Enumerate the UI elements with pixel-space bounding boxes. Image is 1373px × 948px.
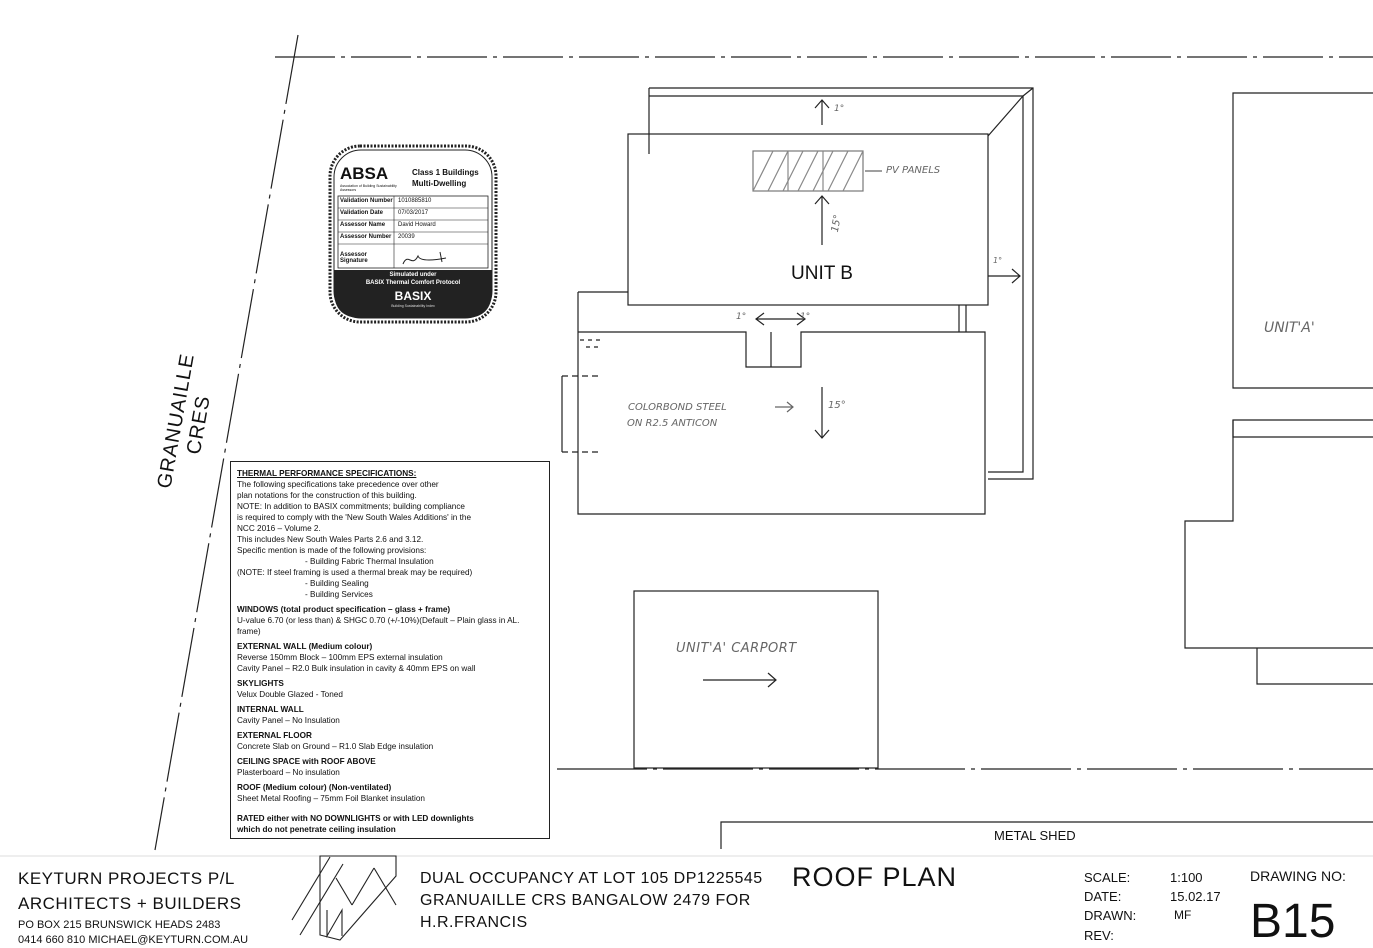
pitch-label: 1° <box>993 256 1003 265</box>
spec-text: - Building Fabric Thermal Insulation <box>305 557 434 566</box>
drawing-no-value: B15 <box>1250 895 1336 948</box>
project-line2: GRANUAILLE CRS BANGALOW 2479 FOR <box>420 892 751 909</box>
spec-heading: which do not penetrate ceiling insulatio… <box>237 825 396 834</box>
absa-logo-sub: Association of Building Sustainability A… <box>340 184 397 192</box>
date-key: DATE: <box>1084 889 1122 904</box>
spec-heading: SKYLIGHTS <box>237 679 284 688</box>
sim-line2: BASIX Thermal Comfort Protocol <box>365 280 461 286</box>
absa-certificate-stamp: ABSA Association of Building Sustainabil… <box>328 144 498 324</box>
spec-text: Concrete Slab on Ground – R1.0 Slab Edge… <box>237 742 434 751</box>
drawn-key: DRAWN: <box>1084 908 1137 923</box>
spec-heading: EXTERNAL FLOOR <box>237 731 312 740</box>
spec-text: Plasterboard – No insulation <box>237 768 340 777</box>
spec-title: THERMAL PERFORMANCE SPECIFICATIONS: <box>237 469 417 478</box>
spec-heading: CEILING SPACE with ROOF ABOVE <box>237 757 376 766</box>
spec-text: plan notations for the construction of t… <box>237 491 417 500</box>
company-role: ARCHITECTS + BUILDERS <box>18 894 242 913</box>
basix-sub: Building Sustainability Index <box>391 304 435 308</box>
spec-text: The following specifications take preced… <box>237 480 439 489</box>
spec-heading: ROOF (Medium colour) (Non-ventilated) <box>237 783 392 792</box>
pitch-label: 1° <box>800 312 811 322</box>
spec-text: Specific mention is made of the followin… <box>237 546 427 555</box>
anticon-label: ON R2.5 ANTICON <box>627 418 718 429</box>
spec-text: Reverse 150mm Block – 100mm EPS external… <box>237 653 443 662</box>
spec-text: This includes New South Wales Parts 2.6 … <box>237 535 424 544</box>
spec-text: is required to comply with the 'New Sout… <box>237 513 472 522</box>
sim-line1: Simulated under <box>389 272 437 278</box>
spec-heading: INTERNAL WALL <box>237 705 304 714</box>
spec-text: Cavity Panel – No Insulation <box>237 716 340 725</box>
date-value: 15.02.17 <box>1170 889 1221 904</box>
drawn-value: MF <box>1174 908 1192 922</box>
sheet-title: ROOF PLAN <box>792 862 958 892</box>
spec-heading: EXTERNAL WALL (Medium colour) <box>237 642 373 651</box>
spec-text: NCC 2016 – Volume 2. <box>237 524 321 533</box>
scale-value: 1:100 <box>1170 870 1203 885</box>
pv-panels-label: PV PANELS <box>886 165 941 176</box>
company-po: PO BOX 215 BRUNSWICK HEADS 2483 <box>18 919 221 931</box>
class-line1: Class 1 Buildings <box>412 168 479 177</box>
spec-text: Sheet Metal Roofing – 75mm Foil Blanket … <box>237 794 425 803</box>
pitch-label: 15° <box>828 400 846 411</box>
absa-row: Assessor Signature <box>340 252 368 264</box>
rev-key: REV: <box>1084 928 1114 943</box>
pitch-label: 1° <box>834 104 845 114</box>
spec-heading: WINDOWS (total product specification – g… <box>237 605 451 614</box>
absa-logo: ABSA <box>340 164 389 183</box>
drawing-no-key: DRAWING NO: <box>1250 868 1346 884</box>
company-contact: 0414 660 810 MICHAEL@KEYTURN.COM.AU <box>18 934 249 946</box>
spec-text: Cavity Panel – R2.0 Bulk insulation in c… <box>237 664 476 673</box>
scale-key: SCALE: <box>1084 870 1131 885</box>
spec-text: Velux Double Glazed - Toned <box>237 690 343 699</box>
thermal-spec-box: THERMAL PERFORMANCE SPECIFICATIONS: The … <box>230 461 550 839</box>
spec-text: - Building Sealing <box>305 579 369 588</box>
company-name: KEYTURN PROJECTS P/L <box>18 869 235 888</box>
colorbond-label: COLORBOND STEEL <box>628 402 727 413</box>
class-line2: Multi-Dwelling <box>412 179 467 188</box>
project-line1: DUAL OCCUPANCY AT LOT 105 DP1225545 <box>420 870 763 887</box>
metal-shed-label: METAL SHED <box>994 828 1076 843</box>
basix-logo: BASIX <box>394 289 432 303</box>
project-line3: H.R.FRANCIS <box>420 914 528 931</box>
unit-b-label: UNIT B <box>791 263 853 284</box>
spec-text: - Building Services <box>305 590 373 599</box>
spec-text: (NOTE: If steel framing is used a therma… <box>237 568 473 577</box>
spec-heading: RATED either with NO DOWNLIGHTS or with … <box>237 814 474 823</box>
unit-a-label: UNIT'A' <box>1264 320 1315 336</box>
carport-label: UNIT'A' CARPORT <box>676 641 797 656</box>
pitch-label: 1° <box>736 312 747 322</box>
spec-text: NOTE: In addition to BASIX commitments; … <box>237 502 465 511</box>
spec-text: U-value 6.70 (or less than) & SHGC 0.70 … <box>237 616 520 636</box>
